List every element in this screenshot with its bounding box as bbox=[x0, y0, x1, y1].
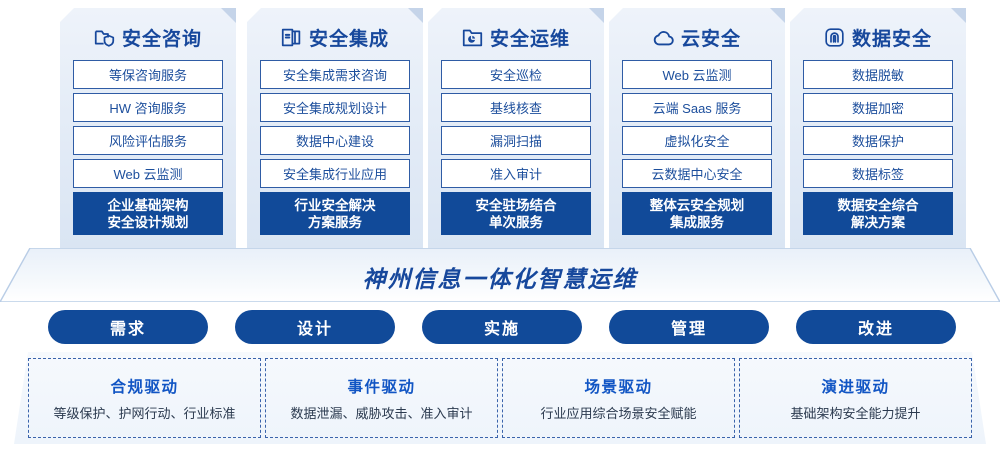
fingerprint-icon bbox=[824, 27, 845, 48]
phase-pill-improvement[interactable]: 改进 bbox=[796, 310, 956, 344]
service-column-cloud-security[interactable]: 云安全 Web 云监测 云端 Saas 服务 虚拟化安全 云数据中心安全 整体云… bbox=[609, 8, 785, 248]
highlight-line: 整体云安全规划 bbox=[649, 197, 745, 213]
column-title: 安全咨询 bbox=[121, 28, 202, 50]
column-highlight-card[interactable]: 安全驻场结合 单次服务 bbox=[441, 192, 591, 235]
driver-card-evolution[interactable]: 演进驱动 基础架构安全能力提升 bbox=[739, 358, 972, 438]
column-title: 云安全 bbox=[680, 28, 741, 50]
highlight-line: 方案服务 bbox=[308, 214, 362, 230]
highlight-line: 解决方案 bbox=[851, 214, 905, 230]
highlight-line: 数据安全综合 bbox=[837, 197, 919, 213]
list-item[interactable]: 数据标签 bbox=[803, 159, 953, 188]
column-highlight-card[interactable]: 企业基础架构 安全设计规划 bbox=[73, 192, 223, 235]
column-title: 安全运维 bbox=[489, 28, 570, 50]
list-item[interactable]: 云数据中心安全 bbox=[622, 159, 772, 188]
column-highlight-card[interactable]: 整体云安全规划 集成服务 bbox=[622, 192, 772, 235]
highlight-line: 安全驻场结合 bbox=[475, 197, 557, 213]
highlight-line: 安全设计规划 bbox=[107, 214, 189, 230]
column-item-list: Web 云监测 云端 Saas 服务 虚拟化安全 云数据中心安全 整体云安全规划… bbox=[609, 60, 785, 235]
driver-card-scenario[interactable]: 场景驱动 行业应用综合场景安全赋能 bbox=[502, 358, 735, 438]
driver-card-compliance[interactable]: 合规驱动 等级保护、护网行动、行业标准 bbox=[28, 358, 261, 438]
highlight-line: 单次服务 bbox=[489, 214, 543, 230]
list-item[interactable]: 等保咨询服务 bbox=[73, 60, 223, 89]
driver-title: 场景驱动 bbox=[584, 378, 653, 396]
folder-chart-icon bbox=[462, 27, 483, 48]
driver-title: 事件驱动 bbox=[347, 378, 416, 396]
list-item[interactable]: Web 云监测 bbox=[622, 60, 772, 89]
list-item[interactable]: 基线核查 bbox=[441, 93, 591, 122]
service-column-security-operations[interactable]: 安全运维 安全巡检 基线核查 漏洞扫描 准入审计 安全驻场结合 单次服务 bbox=[428, 8, 604, 248]
list-item[interactable]: 准入审计 bbox=[441, 159, 591, 188]
column-item-list: 安全集成需求咨询 安全集成规划设计 数据中心建设 安全集成行业应用 行业安全解决… bbox=[247, 60, 423, 235]
column-title: 数据安全 bbox=[851, 28, 932, 50]
service-pillars-row: 安全咨询 等保咨询服务 HW 咨询服务 风险评估服务 Web 云监测 企业基础架… bbox=[60, 8, 966, 248]
list-item[interactable]: 安全集成需求咨询 bbox=[260, 60, 410, 89]
driver-description: 等级保护、护网行动、行业标准 bbox=[53, 405, 236, 421]
stacked-documents-icon bbox=[281, 27, 302, 48]
driver-band-background bbox=[14, 352, 986, 444]
driver-card-incident[interactable]: 事件驱动 数据泄漏、威胁攻击、准入审计 bbox=[265, 358, 498, 438]
list-item[interactable]: 数据保护 bbox=[803, 126, 953, 155]
driver-title: 合规驱动 bbox=[110, 378, 179, 396]
list-item[interactable]: 安全巡检 bbox=[441, 60, 591, 89]
column-item-list: 数据脱敏 数据加密 数据保护 数据标签 数据安全综合 解决方案 bbox=[790, 60, 966, 235]
list-item[interactable]: 风险评估服务 bbox=[73, 126, 223, 155]
highlight-line: 行业安全解决 bbox=[294, 197, 376, 213]
list-item[interactable]: 云端 Saas 服务 bbox=[622, 93, 772, 122]
column-header: 安全运维 bbox=[428, 14, 604, 60]
phase-pill-design[interactable]: 设计 bbox=[235, 310, 395, 344]
column-highlight-card[interactable]: 数据安全综合 解决方案 bbox=[803, 192, 953, 235]
service-column-security-integration[interactable]: 安全集成 安全集成需求咨询 安全集成规划设计 数据中心建设 安全集成行业应用 行… bbox=[247, 8, 423, 248]
column-highlight-card[interactable]: 行业安全解决 方案服务 bbox=[260, 192, 410, 235]
platform-base: 神州信息一体化智慧运维 bbox=[0, 248, 1000, 302]
list-item[interactable]: 安全集成规划设计 bbox=[260, 93, 410, 122]
list-item[interactable]: 安全集成行业应用 bbox=[260, 159, 410, 188]
driver-description: 基础架构安全能力提升 bbox=[790, 405, 921, 421]
column-title: 安全集成 bbox=[308, 28, 389, 50]
platform-title: 神州信息一体化智慧运维 bbox=[362, 266, 638, 292]
column-item-list: 安全巡检 基线核查 漏洞扫描 准入审计 安全驻场结合 单次服务 bbox=[428, 60, 604, 235]
driver-title: 演进驱动 bbox=[821, 378, 890, 396]
column-header: 数据安全 bbox=[790, 14, 966, 60]
phase-pill-management[interactable]: 管理 bbox=[609, 310, 769, 344]
list-item[interactable]: 漏洞扫描 bbox=[441, 126, 591, 155]
service-column-security-consulting[interactable]: 安全咨询 等保咨询服务 HW 咨询服务 风险评估服务 Web 云监测 企业基础架… bbox=[60, 8, 236, 248]
driver-description: 数据泄漏、威胁攻击、准入审计 bbox=[290, 405, 473, 421]
column-header: 安全咨询 bbox=[60, 14, 236, 60]
driver-description: 行业应用综合场景安全赋能 bbox=[540, 405, 697, 421]
folder-shield-icon bbox=[94, 27, 115, 48]
list-item[interactable]: Web 云监测 bbox=[73, 159, 223, 188]
highlight-line: 集成服务 bbox=[670, 214, 724, 230]
column-item-list: 等保咨询服务 HW 咨询服务 风险评估服务 Web 云监测 企业基础架构 安全设… bbox=[60, 60, 236, 235]
phase-pill-implementation[interactable]: 实施 bbox=[422, 310, 582, 344]
list-item[interactable]: 数据中心建设 bbox=[260, 126, 410, 155]
service-column-data-security[interactable]: 数据安全 数据脱敏 数据加密 数据保护 数据标签 数据安全综合 解决方案 bbox=[790, 8, 966, 248]
list-item[interactable]: 虚拟化安全 bbox=[622, 126, 772, 155]
column-header: 云安全 bbox=[609, 14, 785, 60]
cloud-icon bbox=[653, 27, 674, 48]
column-header: 安全集成 bbox=[247, 14, 423, 60]
lifecycle-phase-row: 需求 设计 实施 管理 改进 bbox=[48, 310, 956, 344]
phase-pill-requirement[interactable]: 需求 bbox=[48, 310, 208, 344]
list-item[interactable]: 数据脱敏 bbox=[803, 60, 953, 89]
driver-band: 合规驱动 等级保护、护网行动、行业标准 事件驱动 数据泄漏、威胁攻击、准入审计 … bbox=[28, 358, 972, 438]
list-item[interactable]: HW 咨询服务 bbox=[73, 93, 223, 122]
list-item[interactable]: 数据加密 bbox=[803, 93, 953, 122]
highlight-line: 企业基础架构 bbox=[107, 197, 189, 213]
